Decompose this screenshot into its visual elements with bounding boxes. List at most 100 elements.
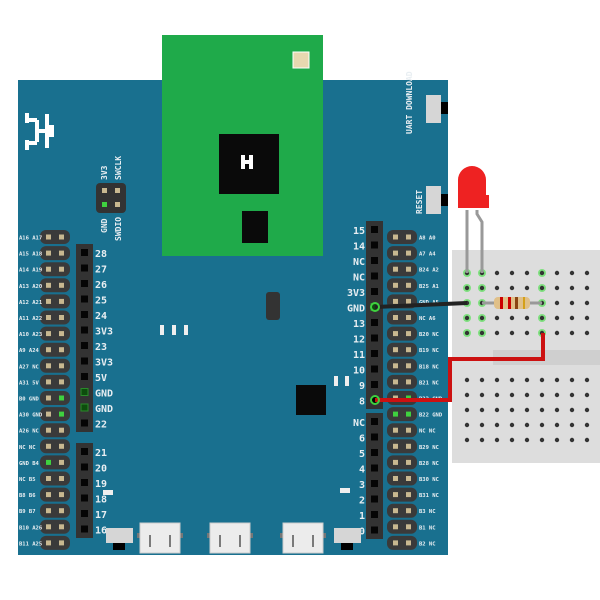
breadboard-hole[interactable] — [524, 422, 530, 428]
breadboard-hole[interactable] — [494, 407, 500, 413]
header-pin[interactable] — [406, 459, 411, 465]
header-pin[interactable] — [46, 266, 51, 272]
header-pin[interactable] — [81, 326, 88, 334]
header-pin[interactable] — [406, 379, 411, 385]
breadboard-hole[interactable] — [479, 330, 485, 336]
breadboard-hole[interactable] — [584, 377, 590, 383]
uart-download-button[interactable] — [426, 95, 441, 123]
header-pin[interactable] — [81, 419, 88, 427]
header-pin[interactable] — [393, 540, 398, 546]
header-pin[interactable] — [46, 540, 51, 546]
header-pin[interactable] — [371, 226, 378, 233]
header-pin[interactable] — [59, 508, 64, 514]
header-pin[interactable] — [46, 443, 51, 449]
header-pin[interactable] — [59, 282, 64, 288]
header-pin[interactable] — [406, 347, 411, 353]
switch-nub[interactable] — [341, 543, 353, 550]
breadboard-hole[interactable] — [509, 422, 515, 428]
led-red[interactable] — [458, 166, 489, 273]
breadboard-hole[interactable] — [554, 330, 560, 336]
header-pin[interactable] — [46, 427, 51, 433]
breadboard-hole[interactable] — [494, 422, 500, 428]
breadboard-hole[interactable] — [554, 377, 560, 383]
header-pin[interactable] — [46, 250, 51, 256]
header-pin[interactable] — [371, 257, 378, 264]
header-pin[interactable] — [371, 526, 378, 534]
header-pin[interactable] — [81, 373, 88, 380]
breadboard-hole[interactable] — [539, 285, 545, 291]
breadboard-hole[interactable] — [509, 330, 515, 336]
breadboard-hole[interactable] — [479, 315, 485, 321]
header-pin[interactable] — [46, 331, 51, 337]
header-pin[interactable] — [59, 234, 64, 240]
breadboard-hole[interactable] — [494, 392, 500, 398]
breadboard-hole[interactable] — [584, 330, 590, 336]
header-pin[interactable] — [80, 388, 89, 396]
header-pin[interactable] — [81, 280, 88, 287]
switch-nub[interactable] — [113, 543, 125, 550]
swd-pin[interactable] — [102, 202, 107, 207]
micro-usb-port[interactable] — [209, 522, 251, 554]
header-pin[interactable] — [81, 463, 88, 471]
header-pin[interactable] — [406, 315, 411, 320]
header-pin[interactable] — [393, 315, 398, 320]
breadboard-hole[interactable] — [584, 422, 590, 428]
header-pin[interactable] — [46, 459, 51, 465]
breadboard-hole[interactable] — [479, 392, 485, 398]
header-pin[interactable] — [406, 250, 411, 256]
breadboard-hole[interactable] — [584, 407, 590, 413]
header-pin[interactable] — [371, 381, 378, 388]
breadboard-hole[interactable] — [464, 437, 470, 443]
header-pin[interactable] — [371, 418, 378, 425]
header-pin[interactable] — [59, 459, 64, 465]
breadboard-hole[interactable] — [464, 407, 470, 413]
breadboard-hole[interactable] — [464, 422, 470, 428]
breadboard-hole[interactable] — [479, 422, 485, 428]
header-pin[interactable] — [59, 492, 64, 498]
breadboard-hole[interactable] — [569, 315, 575, 321]
swd-pin[interactable] — [115, 202, 120, 207]
header-pin[interactable] — [80, 403, 89, 412]
breadboard-hole[interactable] — [569, 377, 575, 383]
micro-usb-port[interactable] — [139, 522, 181, 554]
header-pin[interactable] — [371, 396, 378, 404]
header-pin[interactable] — [371, 272, 378, 280]
breadboard-hole[interactable] — [524, 330, 530, 336]
jumper[interactable] — [266, 292, 280, 320]
breadboard-hole[interactable] — [464, 377, 470, 383]
header-pin[interactable] — [81, 311, 88, 318]
header-pin[interactable] — [406, 282, 411, 288]
header-pin[interactable] — [46, 395, 51, 401]
breadboard-hole[interactable] — [584, 392, 590, 398]
header-pin[interactable] — [406, 266, 411, 272]
header-pin[interactable] — [371, 480, 378, 487]
header-pin[interactable] — [406, 331, 411, 337]
header-pin[interactable] — [46, 234, 51, 240]
header-pin[interactable] — [393, 476, 398, 481]
power-switch-right[interactable] — [334, 528, 361, 543]
breadboard-hole[interactable] — [554, 270, 560, 276]
header-pin[interactable] — [46, 508, 51, 514]
breadboard-hole[interactable] — [569, 285, 575, 291]
breadboard-hole[interactable] — [509, 407, 515, 413]
header-pin[interactable] — [59, 331, 64, 337]
breadboard-hole[interactable] — [539, 407, 545, 413]
header-pin[interactable] — [59, 315, 64, 320]
header-pin[interactable] — [59, 363, 64, 369]
header-pin[interactable] — [81, 357, 88, 365]
header-pin[interactable] — [59, 524, 64, 530]
breadboard-hole[interactable] — [539, 270, 545, 276]
breadboard-hole[interactable] — [464, 285, 470, 291]
header-pin[interactable] — [393, 524, 398, 530]
header-pin[interactable] — [46, 379, 51, 385]
breadboard-hole[interactable] — [479, 285, 485, 291]
header-pin[interactable] — [371, 449, 378, 456]
micro-usb-port[interactable] — [282, 522, 324, 554]
header-pin[interactable] — [81, 448, 88, 455]
pin8-wire[interactable] — [375, 333, 545, 402]
breadboard-hole[interactable] — [554, 392, 560, 398]
breadboard-hole[interactable] — [569, 270, 575, 276]
header-pin[interactable] — [46, 411, 51, 417]
gnd-wire[interactable] — [374, 301, 468, 309]
breadboard-hole[interactable] — [554, 315, 560, 321]
